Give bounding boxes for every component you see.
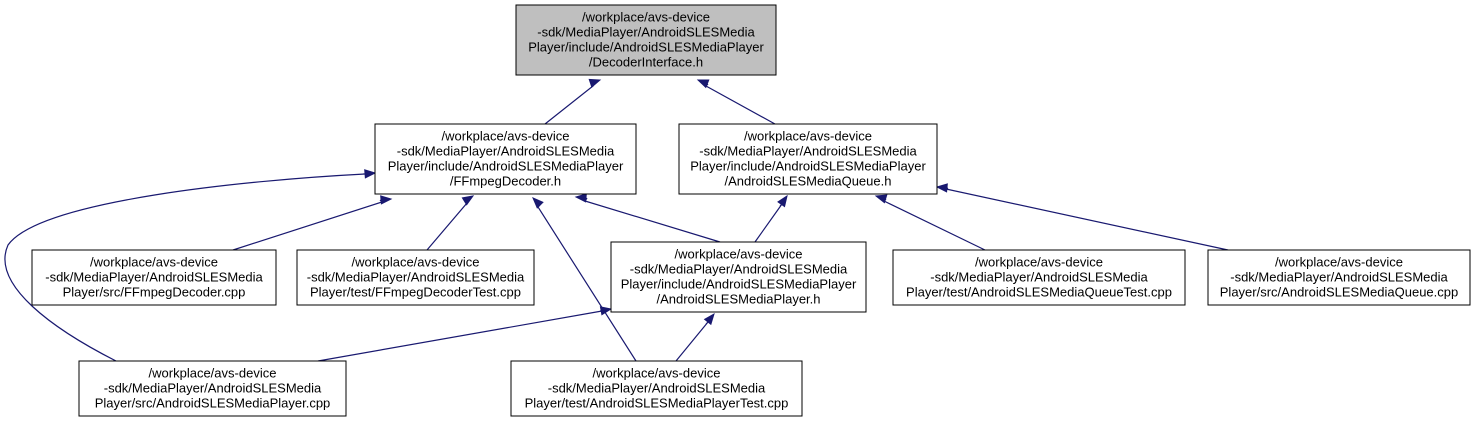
node-box xyxy=(610,241,867,313)
node-box xyxy=(1207,249,1471,306)
node-label-line: -sdk/MediaPlayer/AndroidSLESMedia xyxy=(699,144,917,159)
node-decoder_interface[interactable]: /workplace/avs-device-sdk/MediaPlayer/An… xyxy=(515,4,777,76)
edge-media_player_h-to-ffmpeg_decoder_h xyxy=(574,193,721,243)
edge-arrowhead xyxy=(599,306,613,316)
node-label-line: Player/test/AndroidSLESMediaQueueTest.cp… xyxy=(906,285,1172,300)
edge-line xyxy=(675,321,709,362)
node-media_player_h[interactable]: /workplace/avs-device-sdk/MediaPlayer/An… xyxy=(610,241,867,313)
edge-arrowhead xyxy=(777,194,788,208)
node-box xyxy=(31,249,277,306)
node-label-line: /workplace/avs-device xyxy=(744,129,872,144)
node-label-line: Player/src/FFmpegDecoder.cpp xyxy=(63,285,246,300)
node-media_queue_h[interactable]: /workplace/avs-device-sdk/MediaPlayer/An… xyxy=(678,123,938,195)
node-label-line: /AndroidSLESMediaQueue.h xyxy=(725,174,892,189)
nodes-layer: /workplace/avs-device-sdk/MediaPlayer/An… xyxy=(31,4,1471,417)
node-box xyxy=(510,360,803,417)
edge-arrowhead xyxy=(588,78,602,88)
node-label-line: /workplace/avs-device xyxy=(1275,255,1403,270)
edge-arrowhead xyxy=(703,312,715,326)
node-box xyxy=(892,249,1186,306)
node-label-line: -sdk/MediaPlayer/AndroidSLESMedia xyxy=(307,270,525,285)
edge-media_queue_h-to-decoder_interface xyxy=(696,79,776,125)
node-label-line: /workplace/avs-device xyxy=(675,247,803,262)
edge-line xyxy=(4,173,366,362)
edge-line xyxy=(317,310,603,362)
node-ffmpeg_decoder_h[interactable]: /workplace/avs-device-sdk/MediaPlayer/An… xyxy=(374,123,637,195)
edge-media_player_h-to-media_queue_h xyxy=(754,194,788,243)
node-label-line: /workplace/avs-device xyxy=(90,255,218,270)
node-label-line: /workplace/avs-device xyxy=(975,255,1103,270)
node-label-line: -sdk/MediaPlayer/AndroidSLESMedia xyxy=(104,381,322,396)
node-media_queue_cpp[interactable]: /workplace/avs-device-sdk/MediaPlayer/An… xyxy=(1207,249,1471,306)
node-label-line: -sdk/MediaPlayer/AndroidSLESMedia xyxy=(45,270,263,285)
edge-ffmpeg_decoder_test_cpp-to-ffmpeg_decoder_h xyxy=(426,195,475,251)
node-label-line: /FFmpegDecoder.h xyxy=(450,174,561,189)
edge-ffmpeg_decoder_cpp-to-ffmpeg_decoder_h xyxy=(232,195,393,251)
edge-media_player_cpp-to-ffmpeg_decoder_h xyxy=(4,169,377,362)
node-label-line: Player/test/FFmpegDecoderTest.cpp xyxy=(310,285,521,300)
edge-arrowhead xyxy=(696,79,710,89)
node-box xyxy=(678,123,938,195)
node-label-line: -sdk/MediaPlayer/AndroidSLESMedia xyxy=(537,25,755,40)
node-ffmpeg_decoder_cpp[interactable]: /workplace/avs-device-sdk/MediaPlayer/An… xyxy=(31,249,277,306)
root-node-box xyxy=(515,4,777,76)
edge-line xyxy=(544,82,594,125)
edges-layer xyxy=(4,78,1229,362)
edge-line xyxy=(705,83,776,125)
edge-line xyxy=(754,203,783,243)
edge-arrowhead xyxy=(380,195,393,205)
node-media_player_cpp[interactable]: /workplace/avs-device-sdk/MediaPlayer/An… xyxy=(78,360,347,417)
node-box xyxy=(374,123,637,195)
node-label-line: -sdk/MediaPlayer/AndroidSLESMedia xyxy=(1230,270,1448,285)
edge-line xyxy=(882,198,986,251)
node-label-line: -sdk/MediaPlayer/AndroidSLESMedia xyxy=(630,262,848,277)
node-label-line: -sdk/MediaPlayer/AndroidSLESMedia xyxy=(930,270,1148,285)
edge-media_player_cpp-to-media_player_h xyxy=(317,306,613,362)
node-label-line: Player/src/AndroidSLESMediaPlayer.cpp xyxy=(95,396,331,411)
edge-media_queue_test_cpp-to-media_queue_h xyxy=(874,194,986,251)
node-label-line: Player/src/AndroidSLESMediaQueue.cpp xyxy=(1220,285,1458,300)
edge-arrowhead xyxy=(532,197,544,209)
node-label-line: Player/include/AndroidSLESMediaPlayer xyxy=(690,159,926,174)
node-box xyxy=(296,249,535,306)
node-label-line: /workplace/avs-device xyxy=(582,10,710,25)
node-ffmpeg_decoder_test_cpp[interactable]: /workplace/avs-device-sdk/MediaPlayer/An… xyxy=(296,249,535,306)
node-label-line: Player/include/AndroidSLESMediaPlayer xyxy=(388,159,624,174)
edge-line xyxy=(232,199,384,251)
node-box xyxy=(78,360,347,417)
node-label-line: -sdk/MediaPlayer/AndroidSLESMedia xyxy=(548,381,766,396)
node-label-line: /DecoderInterface.h xyxy=(589,55,703,70)
node-media_player_test_cpp[interactable]: /workplace/avs-device-sdk/MediaPlayer/An… xyxy=(510,360,803,417)
node-label-line: Player/test/AndroidSLESMediaPlayerTest.c… xyxy=(525,396,789,411)
node-label-line: Player/include/AndroidSLESMediaPlayer xyxy=(528,40,764,55)
node-label-line: /workplace/avs-device xyxy=(149,366,277,381)
node-label-line: /workplace/avs-device xyxy=(442,129,570,144)
node-label-line: /workplace/avs-device xyxy=(593,366,721,381)
edge-ffmpeg_decoder_h-to-decoder_interface xyxy=(544,78,602,125)
node-media_queue_test_cpp[interactable]: /workplace/avs-device-sdk/MediaPlayer/An… xyxy=(892,249,1186,306)
node-label-line: Player/include/AndroidSLESMediaPlayer xyxy=(621,277,857,292)
node-label-line: /AndroidSLESMediaPlayer.h xyxy=(656,292,820,307)
edge-line xyxy=(944,187,1229,251)
edge-arrowhead xyxy=(874,194,888,204)
node-label-line: /workplace/avs-device xyxy=(352,255,480,270)
edge-arrowhead xyxy=(461,195,475,206)
edge-media_queue_cpp-to-media_queue_h xyxy=(935,183,1229,251)
edge-arrowhead xyxy=(935,183,948,193)
node-label-line: -sdk/MediaPlayer/AndroidSLESMedia xyxy=(397,144,615,159)
edge-line xyxy=(426,200,468,251)
edge-line xyxy=(584,197,721,243)
edge-media_player_test_cpp-to-media_player_h xyxy=(675,312,715,362)
edge-arrowhead xyxy=(574,193,587,203)
edge-arrowhead xyxy=(364,169,377,179)
